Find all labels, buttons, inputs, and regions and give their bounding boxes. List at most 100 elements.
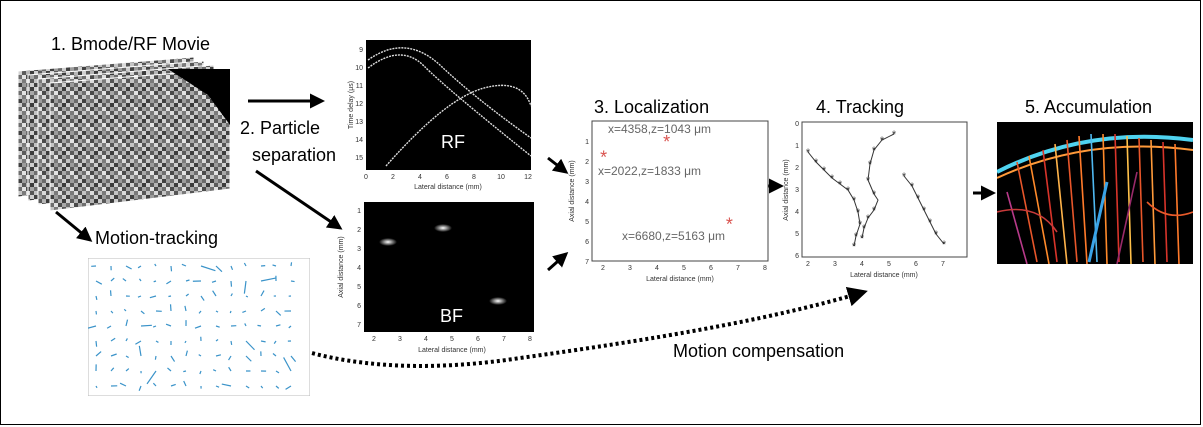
localization-x-ticks: 2 3 4 5 6 7 8: [601, 265, 767, 272]
bf-xlabel: Lateral distance (mm): [418, 347, 486, 354]
motion-vector: [244, 323, 247, 327]
motion-vector: [199, 370, 202, 375]
motion-vector: [165, 323, 172, 327]
svg-text:3: 3: [833, 261, 837, 268]
svg-text:2: 2: [391, 174, 395, 181]
svg-text:2: 2: [601, 265, 605, 272]
svg-text:*: *: [922, 205, 927, 217]
stage-2-label-line2: separation: [252, 145, 337, 165]
stage-2-label-line1: 2. Particle: [240, 118, 321, 138]
svg-text:8: 8: [528, 336, 532, 343]
localization-xlabel: Lateral distance (mm): [646, 276, 714, 283]
svg-text:4: 4: [424, 336, 428, 343]
svg-text:*: *: [872, 145, 877, 157]
arrow-to-motion-tracking: [55, 210, 93, 242]
svg-text:4: 4: [795, 209, 799, 216]
motion-vector: [95, 295, 98, 301]
svg-text:11: 11: [356, 83, 363, 90]
motion-vector: [152, 325, 157, 328]
bf-tag: BF: [440, 306, 463, 326]
motion-vector: [290, 262, 293, 267]
svg-text:*: *: [852, 195, 857, 207]
motion-vector: [154, 263, 157, 267]
motion-vector: [137, 265, 142, 269]
svg-text:6: 6: [445, 174, 449, 181]
accumulation-image: [997, 122, 1193, 264]
svg-text:6: 6: [709, 265, 713, 272]
tracking-xlabel: Lateral distance (mm): [850, 272, 918, 279]
svg-text:15: 15: [355, 155, 363, 162]
motion-vector: [212, 369, 217, 372]
svg-text:*: *: [846, 185, 851, 197]
svg-text:*: *: [860, 233, 865, 245]
trajectory-3: [903, 175, 945, 245]
svg-text:2: 2: [806, 261, 810, 268]
motion-vector: [272, 353, 277, 357]
motion-vector: [260, 277, 276, 282]
motion-vectors: [88, 262, 297, 391]
motion-vector: [273, 340, 277, 344]
motion-vector: [110, 353, 117, 357]
motion-vector: [275, 310, 282, 316]
svg-text:4: 4: [418, 174, 422, 181]
motion-vector: [290, 280, 295, 283]
motion-vector: [243, 280, 247, 294]
motion-vector: [170, 383, 176, 387]
rf-echo-curves: [367, 47, 532, 167]
svg-text:7: 7: [941, 261, 945, 268]
motion-vector: [215, 354, 222, 357]
bf-particle-1: [379, 238, 397, 246]
svg-text:*: *: [856, 207, 861, 219]
motion-vector: [110, 367, 115, 372]
svg-text:*: *: [942, 239, 947, 251]
svg-text:*: *: [814, 157, 819, 169]
rf-xlabel: Lateral distance (mm): [414, 184, 482, 191]
svg-text:5: 5: [887, 261, 891, 268]
arrow-to-bf: [255, 169, 343, 230]
motion-vector: [229, 310, 232, 314]
motion-vector: [230, 293, 233, 297]
localization-annotation-1: x=4358,z=1043 μm: [608, 122, 711, 136]
svg-text:*: *: [916, 193, 921, 205]
svg-text:7: 7: [502, 336, 506, 343]
bf-ylabel: Axial distance (mm): [338, 236, 345, 297]
svg-text:6: 6: [795, 253, 799, 260]
motion-vector: [283, 357, 292, 372]
motion-vector-field: [88, 258, 310, 396]
motion-vector: [168, 295, 172, 298]
arrow-bf-to-localization: [547, 252, 569, 272]
svg-text:6: 6: [357, 303, 361, 310]
motion-vector: [95, 351, 102, 357]
svg-text:5: 5: [682, 265, 686, 272]
svg-text:0: 0: [364, 174, 368, 181]
svg-text:*: *: [872, 189, 877, 201]
motion-vector: [243, 262, 247, 267]
svg-text:2: 2: [795, 165, 799, 172]
motion-vector: [123, 308, 127, 312]
svg-text:3: 3: [398, 336, 402, 343]
tracking-markers: **** **** *** **** **** ** **** ***: [806, 129, 947, 253]
motion-vector: [153, 280, 157, 283]
tracking-trajectories: [807, 133, 945, 247]
svg-text:1: 1: [357, 208, 361, 215]
motion-vector: [170, 265, 173, 272]
motion-vector: [106, 325, 112, 329]
motion-vector: [245, 355, 252, 362]
accumulation-vessels: [997, 133, 1193, 264]
motion-vector: [95, 385, 98, 389]
svg-text:4: 4: [655, 265, 659, 272]
tracking-plot: **** **** *** **** **** ** **** *** 2 3 …: [783, 121, 968, 279]
svg-text:14: 14: [355, 137, 363, 144]
motion-vector: [215, 265, 223, 273]
bf-x-ticks: 2 3 4 5 6 7 8: [372, 336, 532, 343]
svg-text:*: *: [858, 219, 863, 231]
motion-vector: [181, 263, 187, 267]
stage-4-label: 4. Tracking: [816, 97, 905, 117]
motion-vector: [95, 280, 103, 285]
svg-text:8: 8: [472, 174, 476, 181]
motion-vector: [154, 355, 157, 360]
svg-text:7: 7: [736, 265, 740, 272]
rf-plot-area: [366, 40, 531, 170]
motion-vector: [140, 310, 145, 315]
localization-y-ticks: 1 2 3 4 5 6 7: [585, 139, 589, 266]
